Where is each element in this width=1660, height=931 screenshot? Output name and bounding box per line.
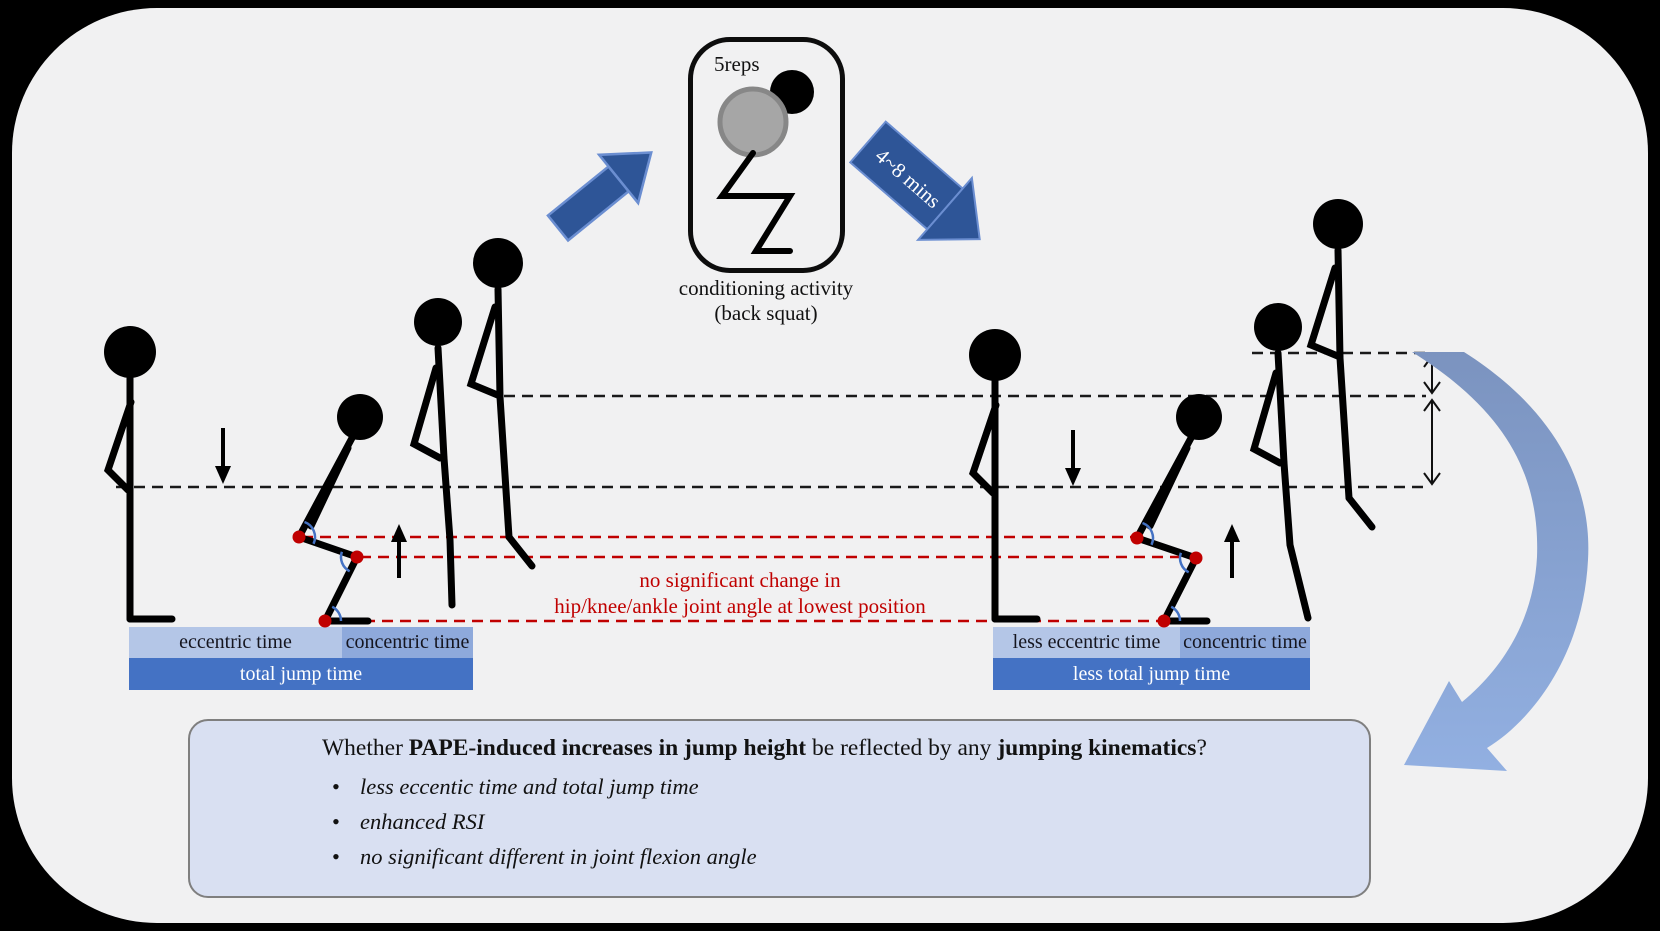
ankle-angle-arc-icon <box>331 605 343 622</box>
pre-total-jump-time-bar: total jump time <box>129 658 473 690</box>
pre-jump-sequence <box>103 238 536 625</box>
reps-label: 5reps <box>714 52 760 76</box>
jump-peak-figure-icon <box>1306 199 1376 531</box>
curved-summary-arrow-icon <box>1404 352 1589 771</box>
rest-interval-arrow-icon: 4~8 mins <box>848 120 981 241</box>
chevron-down-icon <box>1423 472 1441 486</box>
down-arrow-icon <box>1065 430 1081 486</box>
post-eccentric-time-bar: less eccentric time <box>993 627 1180 658</box>
joint-angle-annotation-line1: no significant change in <box>639 568 841 592</box>
ankle-angle-arc-icon <box>1170 605 1182 622</box>
hip-joint-dot <box>1130 531 1144 545</box>
takeoff-figure-icon <box>1249 303 1312 622</box>
hip-angle-arc-icon <box>1141 521 1155 546</box>
takeoff-figure-icon <box>409 298 462 609</box>
joint-angle-arc-icons <box>303 520 1190 622</box>
squat-figure-icon <box>1133 394 1222 625</box>
question-text: ? <box>1196 735 1207 761</box>
research-question-box: Whether PAPE-induced increases in jump h… <box>188 719 1371 898</box>
conditioning-caption: conditioning activity (back squat) <box>630 276 902 326</box>
post-jump-sequence <box>968 199 1376 625</box>
motion-arrows <box>215 428 1240 578</box>
findings-list: less eccentic time and total jump time e… <box>322 774 1345 870</box>
knee-joint-dot <box>1189 551 1203 565</box>
jump-height-difference-arrows <box>1423 354 1441 486</box>
question-text: Whether <box>322 735 409 761</box>
down-arrow-icon <box>215 428 231 484</box>
question-text: be reflected by any <box>806 735 998 761</box>
joint-angle-annotation-line2: hip/knee/ankle joint angle at lowest pos… <box>554 594 926 618</box>
conditioning-activity-box <box>688 37 845 273</box>
finding-item: enhanced RSI <box>332 809 1345 835</box>
up-arrow-icon <box>391 524 407 578</box>
chevron-down-icon <box>1423 381 1441 395</box>
knee-angle-arc-icon <box>339 551 351 573</box>
knee-angle-arc-icon <box>1178 552 1190 574</box>
hip-angle-arc-icon <box>303 520 317 545</box>
chevron-up-icon <box>1423 398 1441 412</box>
conditioning-caption-line1: conditioning activity <box>678 276 854 300</box>
to-conditioning-arrow-icon <box>546 151 653 243</box>
research-question: Whether PAPE-induced increases in jump h… <box>322 735 1345 762</box>
ankle-joint-dot <box>1157 614 1171 628</box>
joint-angle-annotation: no significant change in hip/knee/ankle … <box>440 567 1040 619</box>
knee-joint-dot <box>350 550 364 564</box>
height-reference-lines <box>116 351 1426 489</box>
pre-eccentric-time-bar: eccentric time <box>129 627 342 658</box>
pre-concentric-time-bar: concentric time <box>342 627 473 658</box>
up-arrow-icon <box>1224 524 1240 578</box>
joint-marker-dots <box>292 530 1203 628</box>
question-bold-jump-height: PAPE-induced increases in jump height <box>408 735 807 761</box>
back-squat-pictogram-icon <box>716 70 814 254</box>
conditioning-caption-line2: (back squat) <box>714 300 818 325</box>
finding-item: no significant different in joint flexio… <box>332 844 1345 870</box>
finding-item: less eccentic time and total jump time <box>332 774 1345 800</box>
standing-figure-icon <box>968 329 1041 623</box>
post-concentric-time-bar: concentric time <box>1180 627 1310 658</box>
jump-peak-figure-icon <box>466 238 536 570</box>
post-total-jump-time-bar: less total jump time <box>993 658 1310 690</box>
question-bold-kinematics: jumping kinematics <box>997 735 1197 761</box>
squat-figure-icon <box>295 394 383 625</box>
hip-joint-dot <box>292 530 306 544</box>
standing-figure-icon <box>103 326 176 623</box>
squatting-body-zigzag-icon <box>716 150 796 254</box>
ankle-joint-dot <box>318 614 332 628</box>
